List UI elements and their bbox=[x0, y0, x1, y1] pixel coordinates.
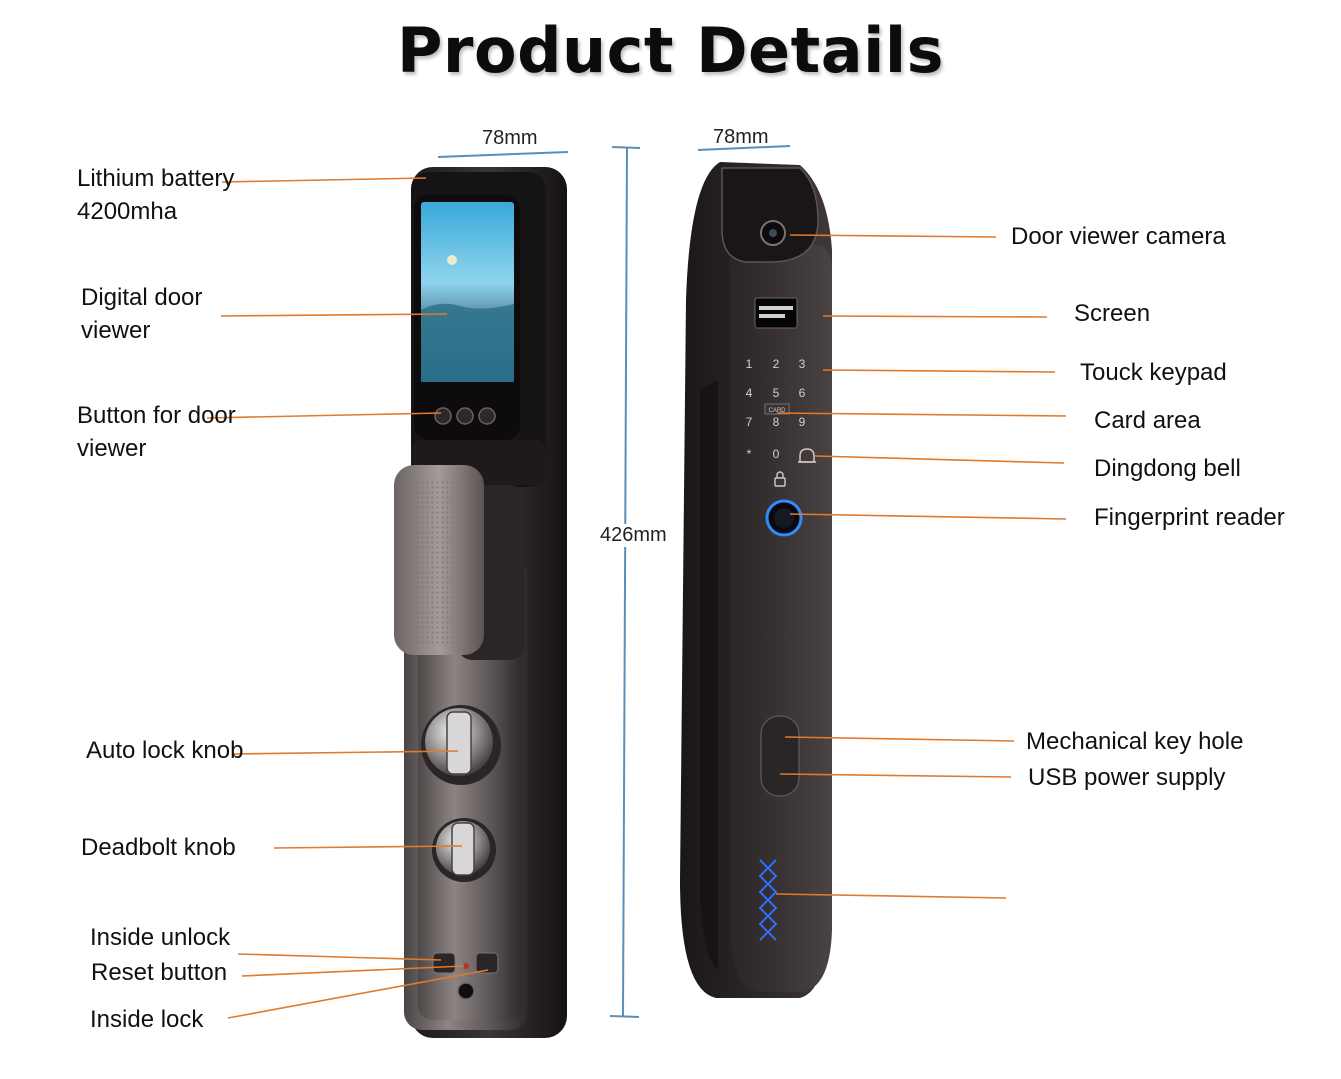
bottom-buttons bbox=[432, 952, 499, 1000]
label-viewer-line1: Digital door bbox=[81, 284, 203, 311]
height-label: 426mm bbox=[600, 524, 667, 547]
label-button-line1: Button for door bbox=[77, 402, 236, 429]
keypad: 1 2 3 4 5 6 7 8 9 * 0 bbox=[746, 357, 806, 461]
keypad-key: 2 bbox=[773, 357, 780, 371]
door-viewer-screen bbox=[414, 195, 520, 440]
keypad-key: 6 bbox=[799, 386, 806, 400]
label-viewer-line2: viewer bbox=[81, 317, 151, 344]
label-touch-keypad: Touck keypad bbox=[1080, 359, 1227, 386]
label-dingdong-bell: Dingdong bell bbox=[1094, 455, 1241, 482]
bell-icon bbox=[798, 448, 816, 463]
keypad-key: 4 bbox=[746, 386, 753, 400]
label-deadbolt-knob: Deadbolt knob bbox=[81, 834, 236, 861]
width-label-right: 78mm bbox=[713, 126, 769, 148]
lock-icon bbox=[774, 471, 786, 487]
label-battery-line1: Lithium battery bbox=[77, 165, 235, 192]
label-fingerprint-reader: Fingerprint reader bbox=[1094, 504, 1285, 531]
label-inside-lock: Inside lock bbox=[90, 1006, 204, 1033]
label-inside-unlock: Inside unlock bbox=[90, 924, 231, 951]
width-label-left: 78mm bbox=[482, 127, 538, 149]
key-hole-cover bbox=[760, 715, 800, 797]
label-auto-lock-knob: Auto lock knob bbox=[86, 737, 244, 764]
camera-module bbox=[721, 167, 819, 263]
page-title: Product Details bbox=[396, 14, 944, 87]
card-mark: CARD bbox=[768, 408, 786, 414]
dimension-lines bbox=[437, 145, 791, 1018]
viewer-buttons bbox=[434, 407, 496, 425]
card-area: CARD bbox=[764, 403, 790, 415]
fingerprint-reader bbox=[765, 499, 803, 537]
deadbolt-knob bbox=[432, 818, 496, 882]
outside-lock-body bbox=[680, 162, 832, 998]
keypad-key: 0 bbox=[773, 447, 780, 461]
keypad-key: 7 bbox=[746, 415, 753, 429]
label-mechanical-key-hole: Mechanical key hole bbox=[1026, 728, 1244, 755]
handle bbox=[394, 465, 524, 660]
keypad-key: 1 bbox=[746, 357, 753, 371]
label-card-area: Card area bbox=[1094, 407, 1201, 434]
label-battery-line2: 4200mha bbox=[77, 198, 178, 225]
keypad-key: 5 bbox=[773, 386, 780, 400]
label-door-viewer-camera: Door viewer camera bbox=[1011, 223, 1226, 250]
label-button-line2: viewer bbox=[77, 435, 147, 462]
keypad-key: 3 bbox=[799, 357, 806, 371]
auto-lock-knob bbox=[421, 705, 501, 785]
label-usb-power-supply: USB power supply bbox=[1028, 764, 1226, 791]
label-reset-button: Reset button bbox=[91, 959, 228, 986]
mini-screen bbox=[754, 297, 798, 329]
keypad-key: * bbox=[747, 447, 752, 461]
leader-lines bbox=[206, 177, 1067, 1019]
keypad-key: 9 bbox=[799, 415, 806, 429]
label-screen: Screen bbox=[1074, 300, 1151, 327]
blue-logo bbox=[758, 859, 778, 941]
keypad-key: 8 bbox=[773, 415, 780, 429]
